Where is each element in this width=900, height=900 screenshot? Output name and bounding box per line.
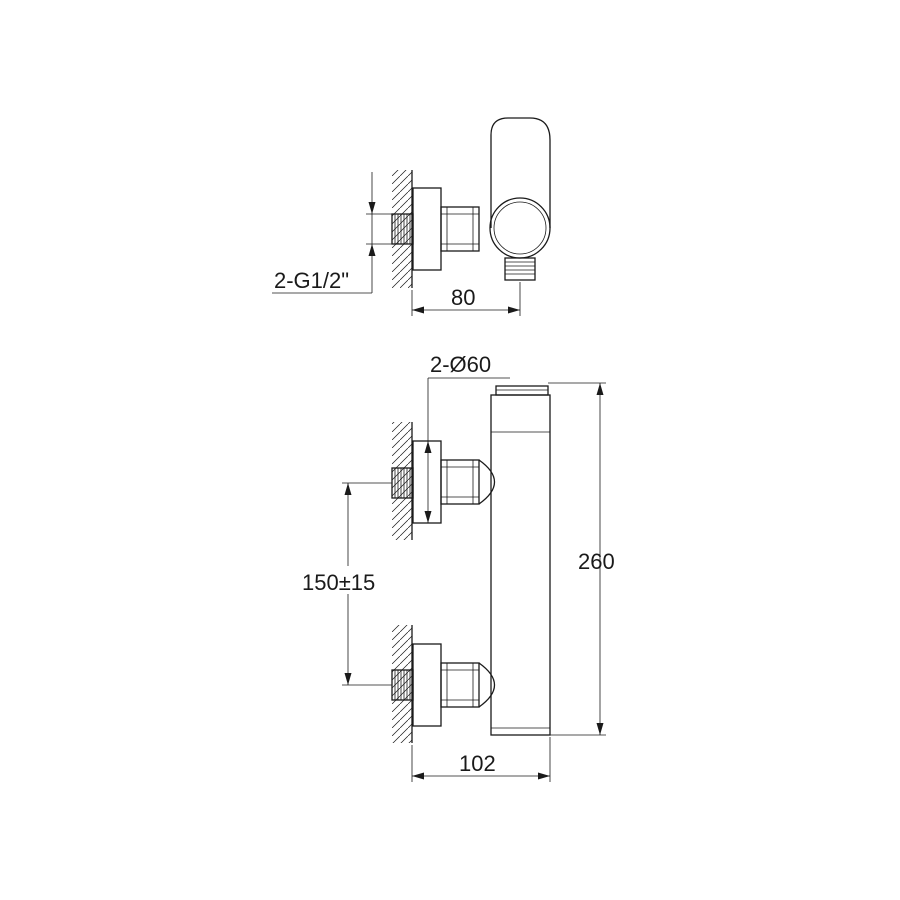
body-circle-side [489,197,551,259]
upper-flange [412,440,442,524]
lever-handle-side [490,117,551,228]
upper-nut [440,459,480,505]
front-view: 2-Ø60 260 150±15 102 [300,352,615,782]
body-inner-circle-side [493,201,547,255]
flange-side [412,187,442,271]
spacing-label-bg [300,566,396,594]
outlet-thread-lines [505,261,535,275]
height-dimension: 260 [548,382,615,736]
width-label: 102 [459,751,496,776]
depth-label: 80 [451,285,475,310]
inlet-spacing-label: 150±15 [302,570,375,595]
wall-hatch-side [392,170,412,288]
height-label: 260 [578,549,615,574]
upper-inlet [391,440,495,524]
thread-lines-side [394,214,411,244]
top-cap [495,385,549,396]
upper-elbow [478,459,495,505]
flange-diameter-label: 2-Ø60 [430,352,491,377]
wall-hatch-upper [392,422,412,540]
thread-dimension: 2-G1/2" [272,172,392,294]
nut-side [440,206,480,252]
thread-label: 2-G1/2" [274,268,349,293]
lower-flange [412,643,442,727]
inlet-spacing-dimension: 150±15 [300,482,396,686]
valve-body [490,385,551,736]
outlet-thread-side [504,257,536,281]
lower-elbow [478,662,495,708]
lower-inlet [391,643,495,727]
side-view: 2-G1/2" 80 [272,117,551,316]
flange-diameter-dimension: 2-Ø60 [424,352,510,523]
depth-dimension: 80 [411,282,521,316]
wall-hatch-lower [392,625,412,743]
width-dimension: 102 [411,737,551,782]
lower-nut [440,662,480,708]
